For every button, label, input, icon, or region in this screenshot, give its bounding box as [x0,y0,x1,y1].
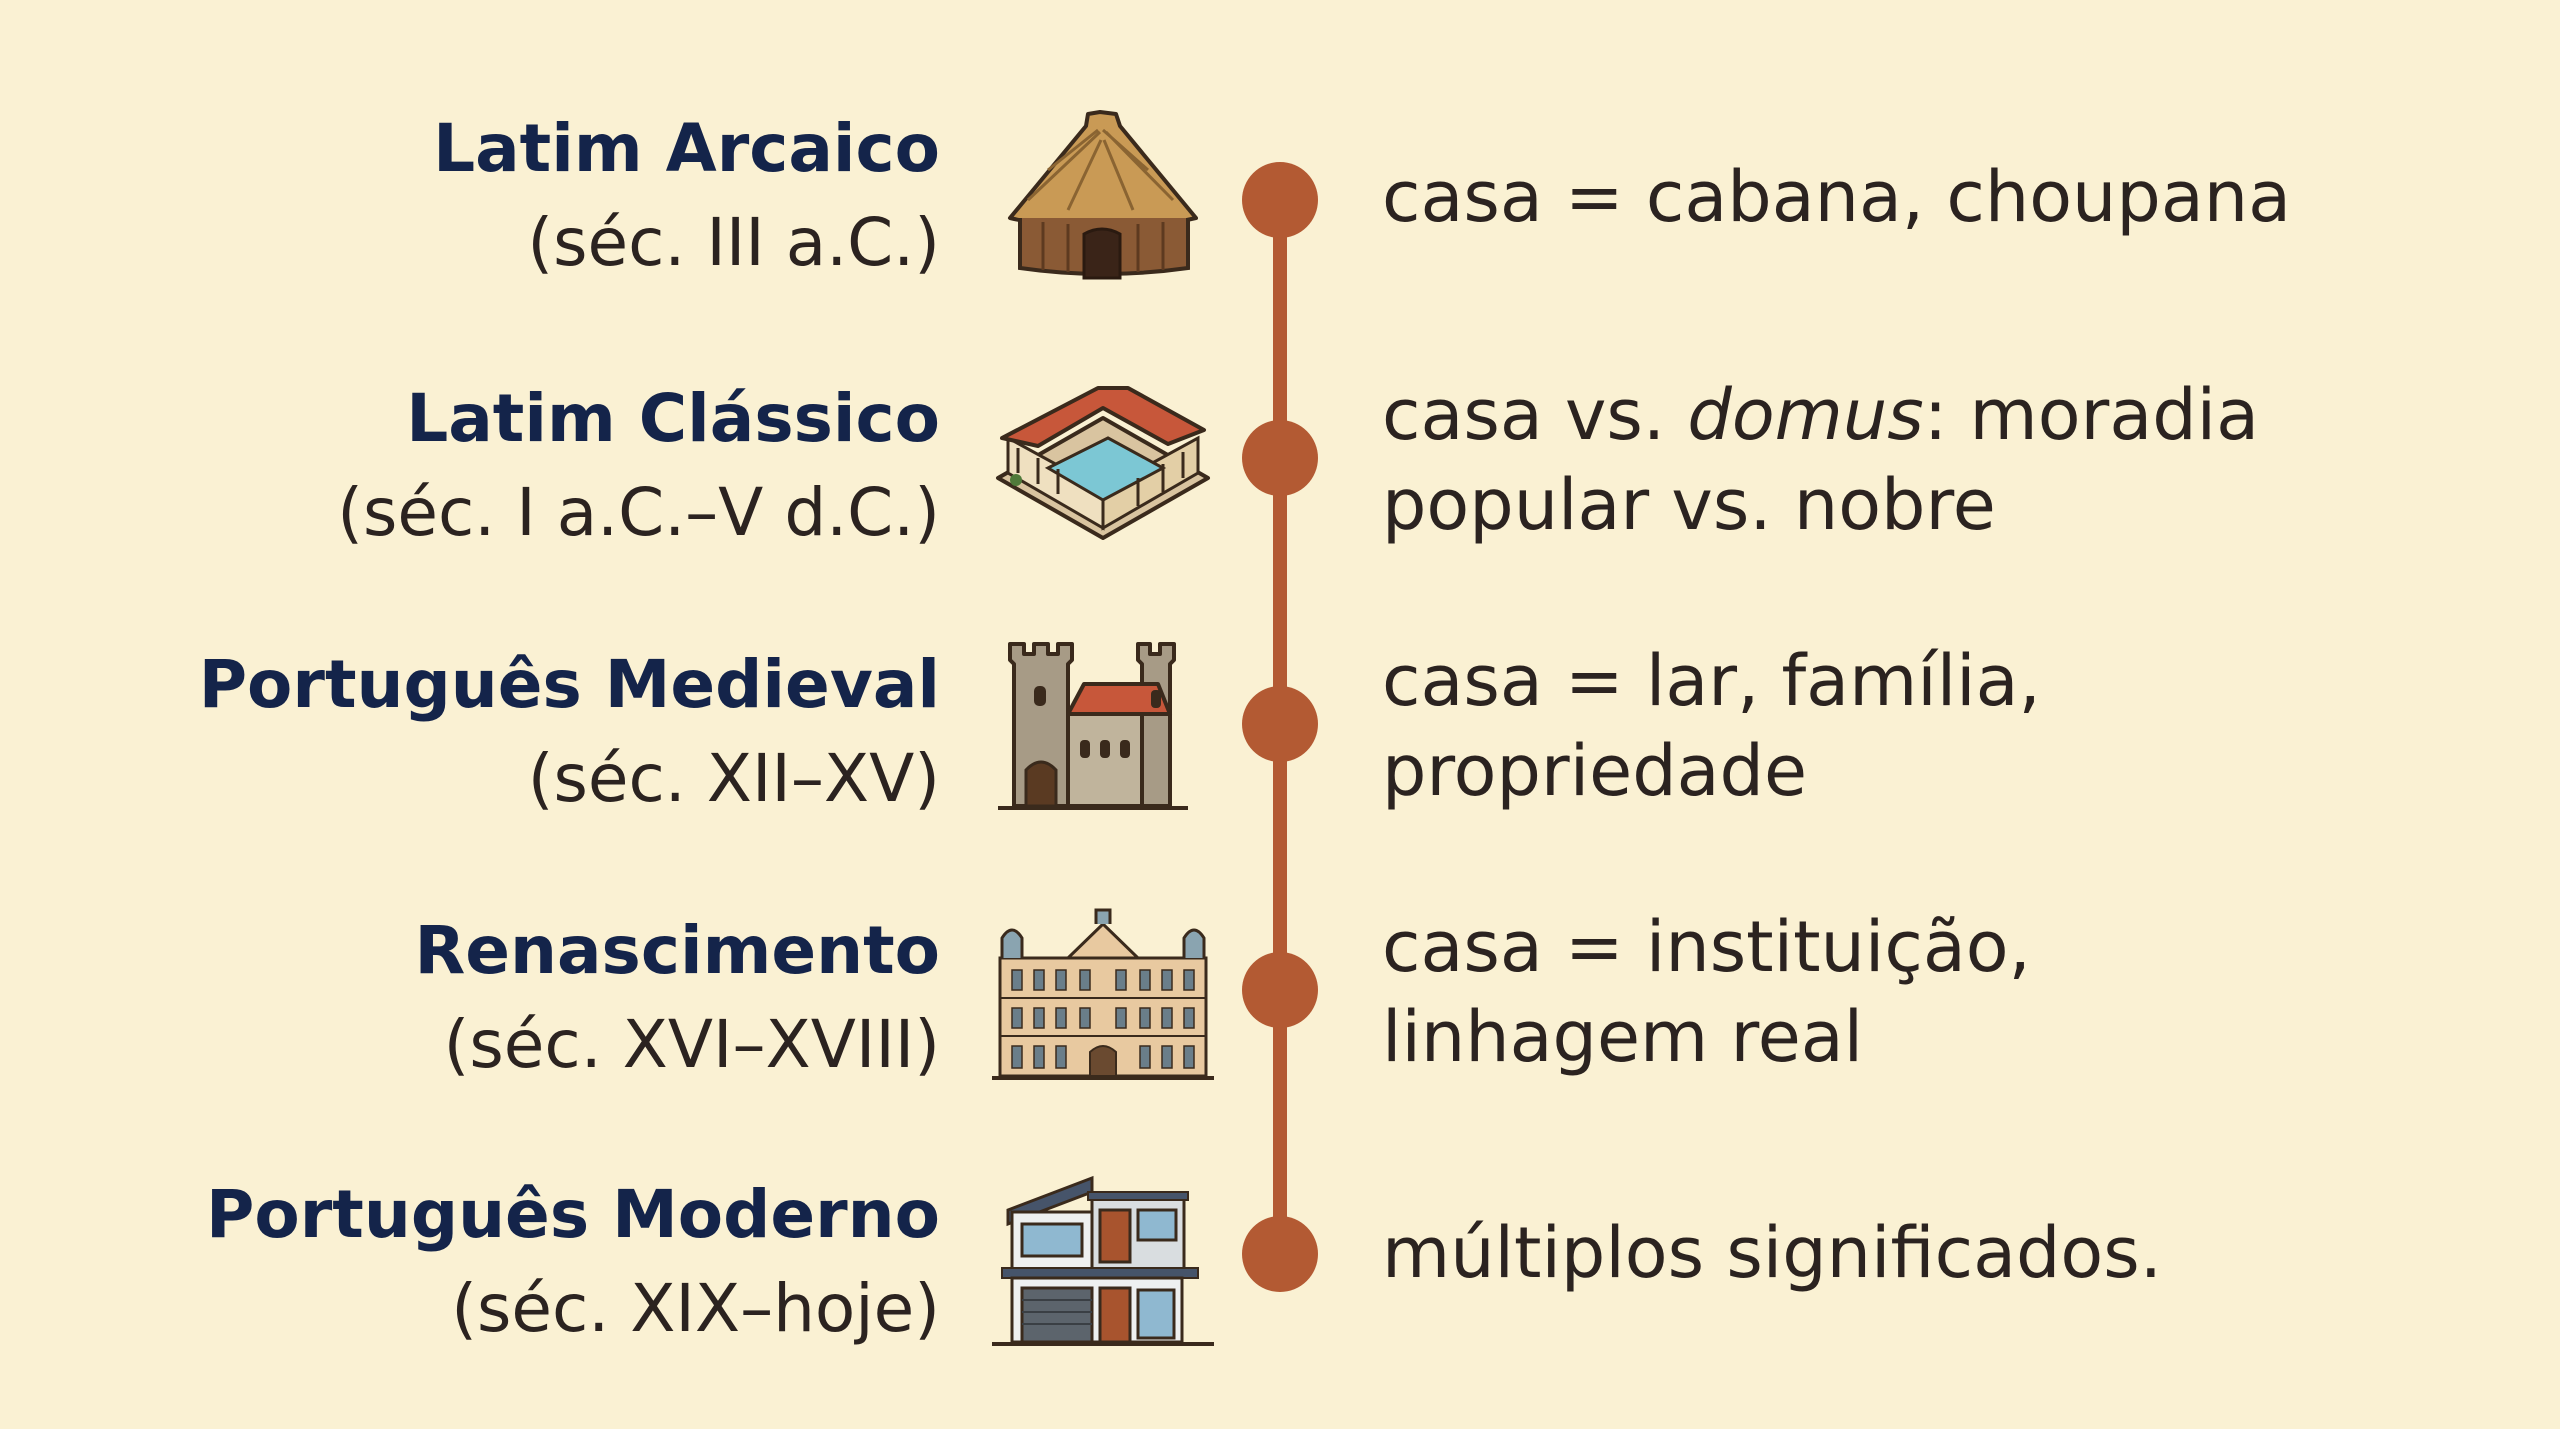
meaning-line-2: propriedade [1382,730,1808,812]
era-dates: (séc. I a.C.–V d.C.) [337,474,940,551]
era-label: Português Moderno (séc. XIX–hoje) [0,1168,940,1356]
timeline-dot [1242,952,1318,1028]
meaning-text: casa = lar, família, propriedade [1382,636,2382,816]
era-name: Português Medieval [198,646,940,723]
timeline-row-portugues-medieval: Português Medieval (séc. XII–XV) casa = … [0,638,2560,838]
meaning-text: casa = instituição, linhagem real [1382,902,2382,1082]
meaning-line-1: casa = cabana, choupana [1382,156,2292,238]
timeline-row-renascimento: Renascimento (séc. XVI–XVIII) [0,904,2560,1104]
modern-house-icon [988,1164,1218,1354]
timeline-dot [1242,686,1318,762]
era-dates: (séc. XIX–hoje) [451,1270,940,1347]
palace-icon [988,898,1218,1088]
meaning-text: múltiplos significados. [1382,1208,2382,1298]
era-label: Renascimento (séc. XVI–XVIII) [0,904,940,1092]
era-label: Português Medieval (séc. XII–XV) [0,638,940,826]
meaning-text: casa = cabana, choupana [1382,152,2382,242]
era-label: Latim Clássico (séc. I a.C.–V d.C.) [0,372,940,560]
timeline-row-portugues-moderno: Português Moderno (séc. XIX–hoje) [0,1168,2560,1368]
era-name: Português Moderno [206,1176,940,1253]
era-label: Latim Arcaico (séc. III a.C.) [0,102,940,290]
meaning-line-1: casa vs. domus: moradia [1382,374,2260,456]
timeline-row-latim-arcaico: Latim Arcaico (séc. III a.C.) casa = cab… [0,110,2560,310]
meaning-line-1: múltiplos significados. [1382,1212,2162,1294]
timeline-dot [1242,162,1318,238]
roman-domus-icon [988,368,1218,558]
era-dates: (séc. XII–XV) [527,740,940,817]
timeline-row-latim-classico: Latim Clássico (séc. I a.C.–V d.C.) casa… [0,372,2560,572]
meaning-line-1: casa = instituição, [1382,906,2031,988]
era-name: Renascimento [414,912,940,989]
era-dates: (séc. XVI–XVIII) [443,1006,940,1083]
domus-emphasis: domus [1687,374,1924,456]
timeline-dot [1242,1216,1318,1292]
thatched-hut-icon [988,100,1218,290]
castle-icon [988,630,1218,820]
era-dates: (séc. III a.C.) [527,204,940,281]
meaning-line-1: casa = lar, família, [1382,640,2041,722]
meaning-line-2: popular vs. nobre [1382,464,1996,546]
timeline-dot [1242,420,1318,496]
meaning-line-2: linhagem real [1382,996,1864,1078]
era-name: Latim Arcaico [433,110,940,187]
meaning-text: casa vs. domus: moradia popular vs. nobr… [1382,370,2382,550]
era-name: Latim Clássico [406,380,940,457]
